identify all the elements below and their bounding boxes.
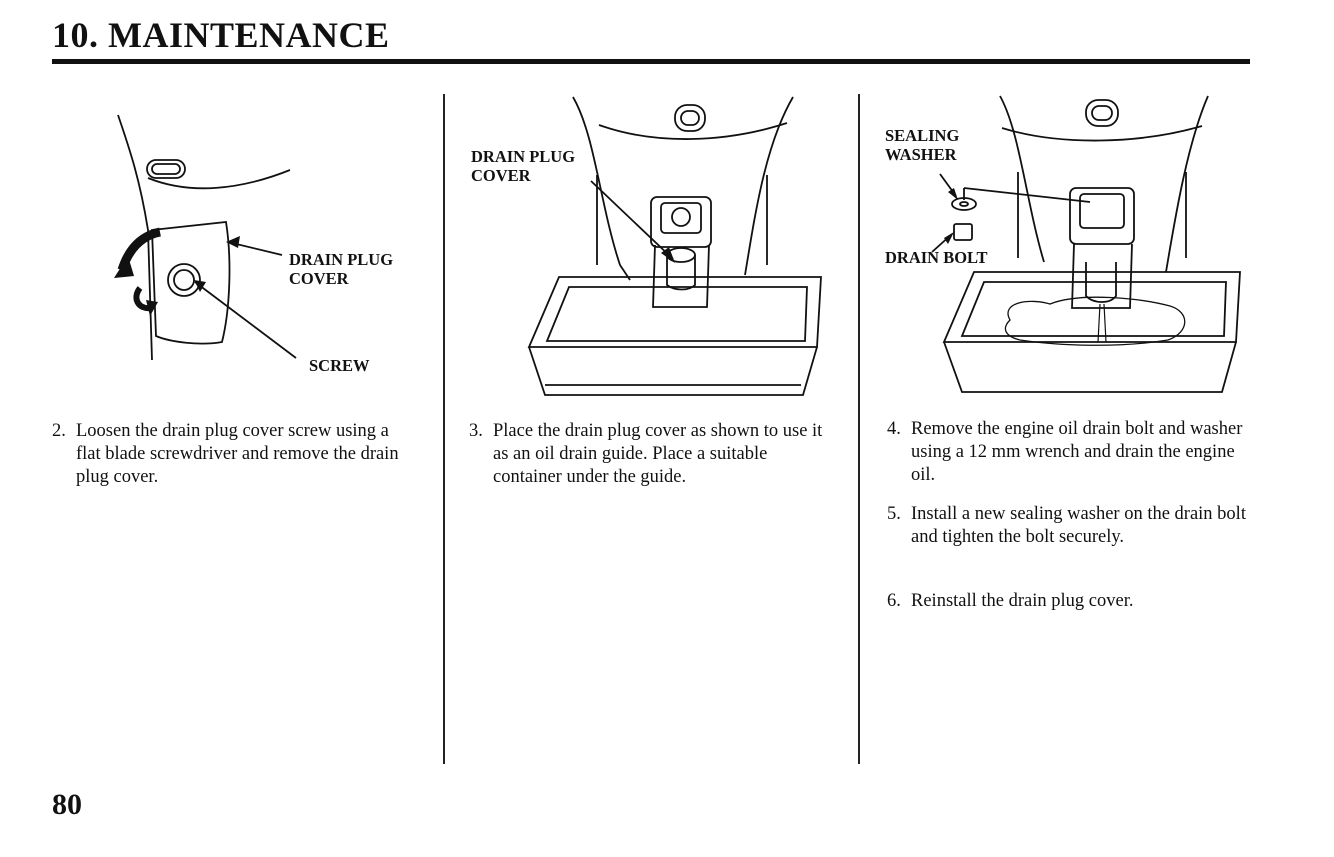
callout-drain-plug-cover: DRAIN PLUG COVER	[289, 250, 394, 288]
step-number: 4.	[887, 419, 901, 439]
step-text: Install a new sealing washer on the drai…	[911, 504, 1246, 547]
title-rule	[52, 59, 1250, 64]
step-number: 2.	[52, 421, 66, 441]
step-number: 5.	[887, 504, 901, 524]
drain-plug-cover-removal-illustration	[114, 114, 297, 361]
column-divider-2	[858, 94, 860, 764]
step-text: Remove the engine oil drain bolt and was…	[911, 419, 1243, 485]
step-5: 5. Install a new sealing washer on the d…	[887, 503, 1247, 549]
step-number: 3.	[469, 421, 483, 441]
callout-screw: SCREW	[309, 356, 370, 375]
step-2: 2. Loosen the drain plug cover screw usi…	[52, 420, 412, 489]
column-divider-1	[443, 94, 445, 764]
section-title: 10. MAINTENANCE	[52, 15, 390, 55]
oil-draining-illustration	[931, 95, 1241, 393]
step-text: Reinstall the drain plug cover.	[911, 591, 1134, 611]
step-text: Loosen the drain plug cover screw using …	[76, 421, 399, 487]
drain-guide-placement-illustration	[527, 96, 822, 396]
step-6: 6. Reinstall the drain plug cover.	[887, 590, 1247, 613]
callout-drain-plug-cover-guide: DRAIN PLUG COVER	[471, 147, 576, 185]
step-4: 4. Remove the engine oil drain bolt and …	[887, 418, 1247, 487]
page-number: 80	[52, 788, 82, 821]
callout-drain-bolt: DRAIN BOLT	[885, 248, 988, 267]
step-text: Place the drain plug cover as shown to u…	[493, 421, 823, 487]
callout-sealing-washer: SEALING WASHER	[885, 126, 960, 164]
step-3: 3. Place the drain plug cover as shown t…	[469, 420, 839, 489]
step-number: 6.	[887, 591, 901, 611]
